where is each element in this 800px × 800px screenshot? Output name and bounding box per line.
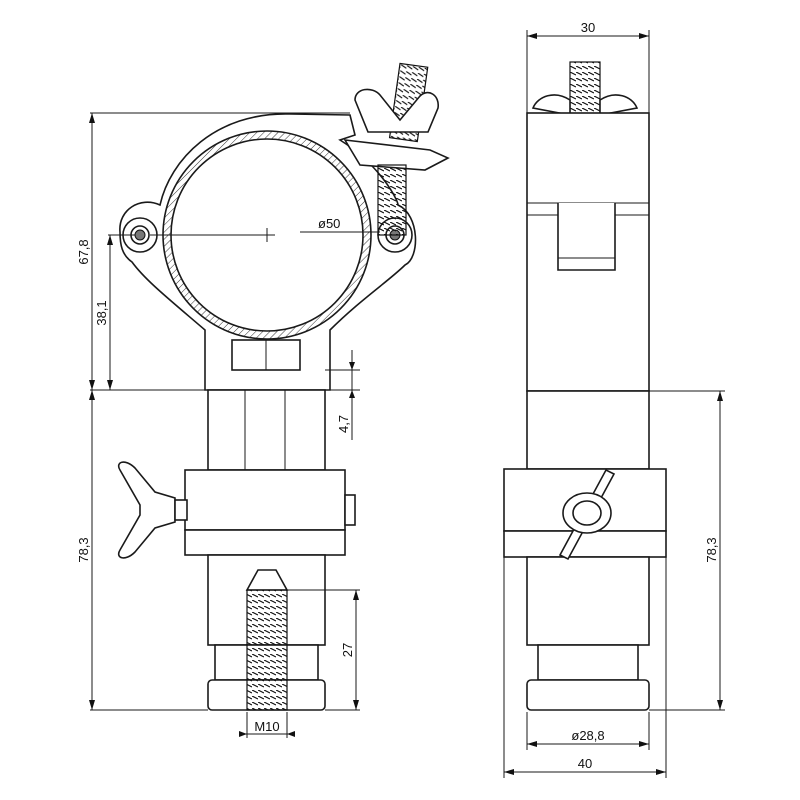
side-base-plate xyxy=(526,679,650,711)
collar xyxy=(184,469,346,531)
clamp-lever xyxy=(343,139,450,171)
top-threaded-rod xyxy=(569,61,601,118)
dim-lower-height-left: 78,3 xyxy=(76,537,91,562)
dim-thread-size: M10 xyxy=(254,719,279,734)
clamp-wing-nut-icon xyxy=(354,88,439,133)
dim-lower-height-right: 78,3 xyxy=(704,537,719,562)
dim-clamp-center-height: 38,1 xyxy=(94,300,109,325)
side-wing-screw-front-icon xyxy=(558,468,616,561)
m10-threaded-bolt xyxy=(246,589,288,711)
front-view: 67,8 38,1 ø50 4,7 78,3 27 xyxy=(76,62,450,738)
side-view: 30 78,3 ø28,8 40 xyxy=(503,20,725,778)
dim-base-diameter: ø28,8 xyxy=(571,728,604,743)
side-lower-body xyxy=(526,556,650,646)
side-shaft xyxy=(526,390,650,470)
dim-overall-height-clamp: 67,8 xyxy=(76,239,91,264)
side-wing-screw-icon xyxy=(117,461,176,559)
dim-pipe-diameter: ø50 xyxy=(318,216,340,231)
spigot-shaft xyxy=(207,389,326,471)
dim-gap: 4,7 xyxy=(336,415,351,433)
dim-width-bottom: 40 xyxy=(578,756,592,771)
dim-thread-length: 27 xyxy=(340,643,355,657)
top-wing-nut-icon xyxy=(531,94,639,116)
dim-width-top: 30 xyxy=(581,20,595,35)
